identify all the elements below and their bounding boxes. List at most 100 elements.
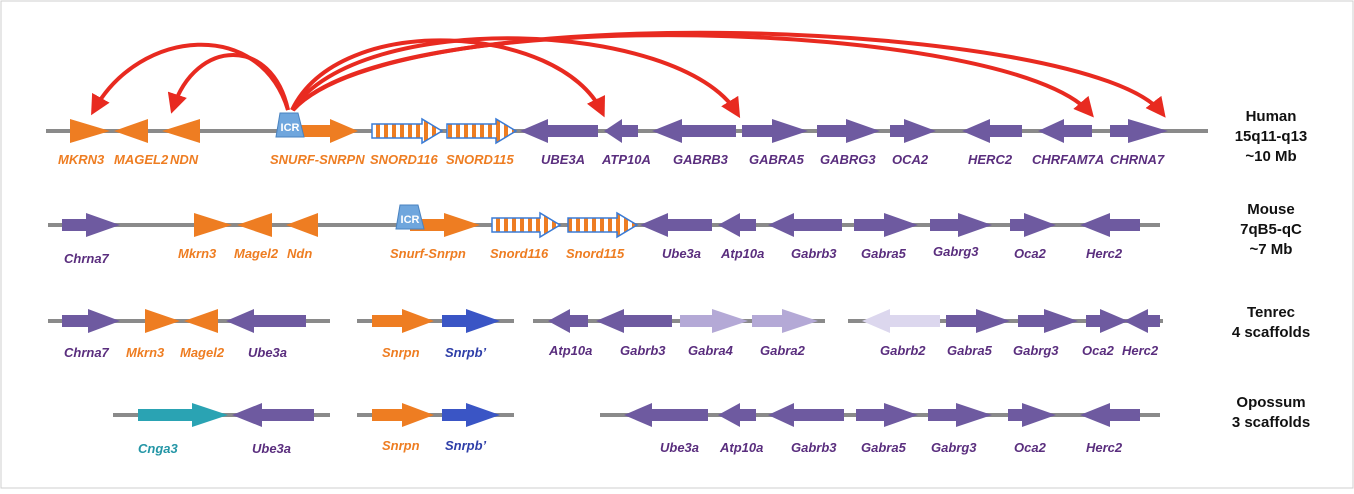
opossum-gene-gabra5-arrow bbox=[856, 403, 918, 427]
human-gene-ube3a-arrow bbox=[520, 119, 598, 143]
human-label-snord116: SNORD116 bbox=[370, 152, 438, 167]
mouse-label-mkrn3: Mkrn3 bbox=[178, 246, 217, 261]
mouse-gene-gabrb3-arrow bbox=[768, 213, 842, 237]
opossum-label-gabrg3: Gabrg3 bbox=[931, 440, 977, 455]
tenrec-gene-magel2-arrow bbox=[184, 309, 218, 333]
tenrec-gene-snrpb-arrow bbox=[442, 309, 500, 333]
human-label-magel2: MAGEL2 bbox=[114, 152, 169, 167]
opossum-gene-snrpb-arrow bbox=[442, 403, 500, 427]
human-label-ndn: NDN bbox=[170, 152, 199, 167]
human-label-gabra5: GABRA5 bbox=[749, 152, 805, 167]
tenrec-gene-gabrb2-arrow bbox=[862, 309, 940, 333]
opossum-label-ube3a-2: Ube3a bbox=[660, 440, 699, 455]
tenrec-label-chrna7: Chrna7 bbox=[64, 345, 110, 360]
opossum-gene-snrpn-arrow bbox=[372, 403, 434, 427]
mouse-label-herc2: Herc2 bbox=[1086, 246, 1123, 261]
mouse-label-snord115: Snord115 bbox=[566, 246, 625, 261]
tenrec-label-magel2: Magel2 bbox=[180, 345, 225, 360]
tenrec-label-mkrn3: Mkrn3 bbox=[126, 345, 165, 360]
tenrec-label-atp10a: Atp10a bbox=[548, 343, 592, 358]
tenrec-label-gabrb2: Gabrb2 bbox=[880, 343, 926, 358]
species-mouse-region: 7qB5-qC bbox=[1240, 221, 1302, 238]
arc-to-ndn bbox=[167, 53, 290, 114]
mouse-label-chrna7: Chrna7 bbox=[64, 251, 110, 266]
human-gene-herc2-arrow bbox=[962, 119, 1022, 143]
human-icr-label: ICR bbox=[281, 122, 300, 134]
tenrec-label-snrpn: Snrpn bbox=[382, 345, 420, 360]
tenrec-gene-herc2-arrow bbox=[1124, 309, 1160, 333]
mouse-label-ndn: Ndn bbox=[287, 246, 312, 261]
opossum-label-herc2: Herc2 bbox=[1086, 440, 1123, 455]
opossum-gene-ube3a-arrow bbox=[232, 403, 314, 427]
human-gene-snord115-arrow bbox=[446, 117, 518, 145]
species-tenrec-region: 4 scaffolds bbox=[1232, 324, 1310, 341]
tenrec-gene-gabra4-arrow bbox=[680, 309, 748, 333]
human-gene-oca2-arrow bbox=[890, 119, 936, 143]
mouse-gene-chrna7-arrow bbox=[62, 213, 120, 237]
mouse-icr-shape bbox=[395, 204, 425, 230]
imprinting-arcs bbox=[91, 30, 1166, 119]
human-gene-mkrn3-arrow bbox=[70, 119, 110, 143]
tenrec-label-oca2: Oca2 bbox=[1082, 343, 1115, 358]
opossum-gene-atp10a-arrow bbox=[718, 403, 756, 427]
mouse-label-snurf-snrpn: Snurf-Snrpn bbox=[390, 246, 466, 261]
mouse-gene-ndn-arrow bbox=[286, 213, 318, 237]
mouse-label-ube3a: Ube3a bbox=[662, 246, 701, 261]
species-tenrec-name: Tenrec bbox=[1247, 304, 1295, 321]
mouse-gene-snord116-arrow bbox=[491, 211, 562, 239]
mouse-label-gabrb3: Gabrb3 bbox=[791, 246, 837, 261]
human-label-herc2: HERC2 bbox=[968, 152, 1013, 167]
tenrec-label-herc2: Herc2 bbox=[1122, 343, 1159, 358]
species-opossum-name: Opossum bbox=[1236, 394, 1305, 411]
human-gene-magel2-arrow bbox=[114, 119, 148, 143]
opossum-label-snrpb: Snrpb’ bbox=[445, 438, 487, 453]
mouse-gene-snurf-snrpn-arrow bbox=[410, 213, 480, 237]
tenrec-label-gabra2: Gabra2 bbox=[760, 343, 806, 358]
tenrec-label-gabra5: Gabra5 bbox=[947, 343, 993, 358]
human-label-oca2: OCA2 bbox=[892, 152, 929, 167]
mouse-icr-label: ICR bbox=[401, 214, 420, 226]
tenrec-gene-gabrg3-arrow bbox=[1018, 309, 1078, 333]
mouse-gene-oca2-arrow bbox=[1010, 213, 1056, 237]
opossum-gene-cnga3-arrow bbox=[138, 403, 228, 427]
opossum-label-atp10a: Atp10a bbox=[719, 440, 763, 455]
mouse-label-snord116: Snord116 bbox=[490, 246, 549, 261]
human-gene-snord116-arrow bbox=[371, 117, 444, 145]
tenrec-gene-snrpn-arrow bbox=[372, 309, 434, 333]
human-label-mkrn3: MKRN3 bbox=[58, 152, 105, 167]
mouse-gene-ube3a-arrow bbox=[640, 213, 712, 237]
species-opossum-region: 3 scaffolds bbox=[1232, 414, 1310, 431]
opossum-gene-gabrg3-arrow bbox=[928, 403, 992, 427]
human-icr-shape bbox=[275, 112, 305, 138]
opossum-label-ube3a: Ube3a bbox=[252, 441, 291, 456]
human-gene-gabrb3-arrow bbox=[652, 119, 736, 143]
tenrec-gene-gabra5-arrow bbox=[946, 309, 1010, 333]
human-label-gabrb3: GABRB3 bbox=[673, 152, 729, 167]
human-label-chrna7: CHRNA7 bbox=[1110, 152, 1165, 167]
human-gene-gabra5-arrow bbox=[742, 119, 808, 143]
tenrec-gene-chrna7-arrow bbox=[62, 309, 120, 333]
tenrec-gene-gabrb3-arrow bbox=[596, 309, 672, 333]
tenrec-gene-atp10a-arrow bbox=[548, 309, 588, 333]
arc-to-chrna7 bbox=[291, 30, 1166, 118]
mouse-gene-gabra5-arrow bbox=[854, 213, 918, 237]
opossum-label-oca2: Oca2 bbox=[1014, 440, 1047, 455]
mouse-label-oca2: Oca2 bbox=[1014, 246, 1047, 261]
arc-to-gabrb3 bbox=[290, 36, 741, 119]
opossum-gene-herc2-arrow bbox=[1080, 403, 1140, 427]
mouse-gene-magel2-arrow bbox=[237, 213, 272, 237]
opossum-gene-ube3a-2-arrow bbox=[624, 403, 708, 427]
tenrec-label-gabra4: Gabra4 bbox=[688, 343, 734, 358]
tenrec-gene-ube3a-arrow bbox=[226, 309, 306, 333]
species-human-size: ~10 Mb bbox=[1245, 148, 1296, 165]
tenrec-label-gabrg3: Gabrg3 bbox=[1013, 343, 1059, 358]
human-gene-atp10a-arrow bbox=[604, 119, 638, 143]
tenrec-label-gabrb3: Gabrb3 bbox=[620, 343, 666, 358]
opossum-label-gabra5: Gabra5 bbox=[861, 440, 907, 455]
species-human-name: Human bbox=[1246, 108, 1297, 125]
tenrec-gene-mkrn3-arrow bbox=[145, 309, 180, 333]
human-gene-chrna7-arrow bbox=[1110, 119, 1168, 143]
